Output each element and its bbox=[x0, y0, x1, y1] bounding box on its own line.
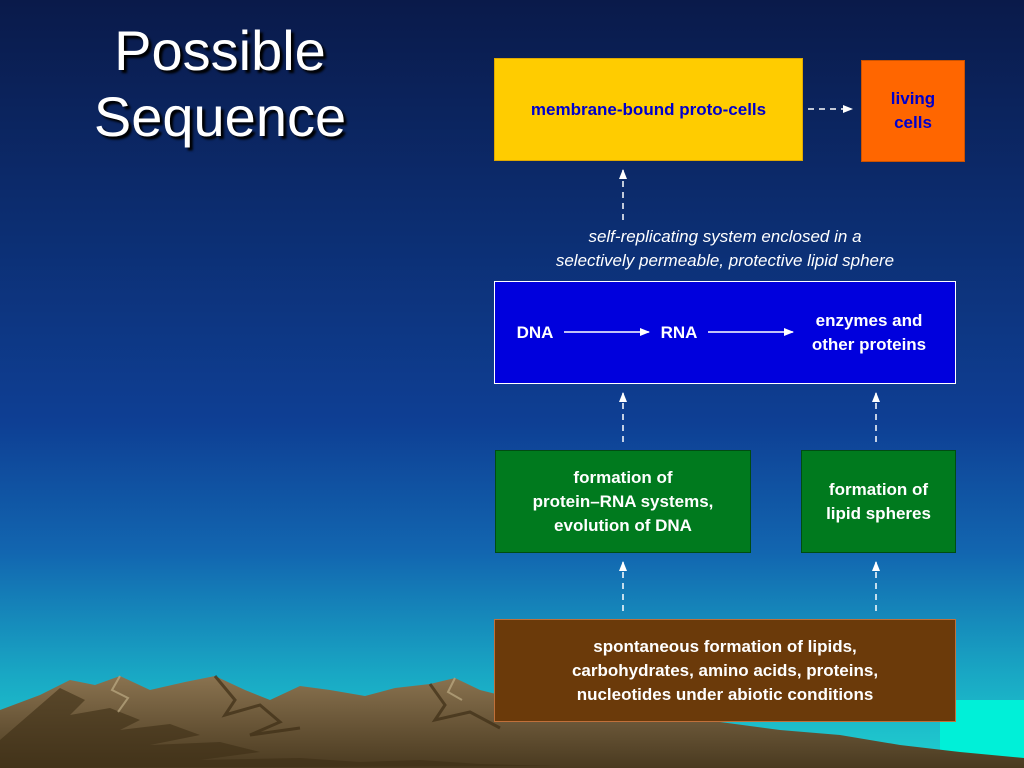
protein-rna-line-3: evolution of DNA bbox=[554, 515, 692, 535]
abiotic-line-2: carbohydrates, amino acids, proteins, bbox=[571, 660, 879, 680]
lipid-spheres-box: formation of lipid spheres bbox=[801, 450, 956, 553]
proto-cells-label: membrane-bound proto-cells bbox=[530, 99, 767, 119]
rna-label: RNA bbox=[660, 323, 698, 342]
caption-line-2: selectively permeable, protective lipid … bbox=[555, 251, 895, 270]
abiotic-line-3: nucleotides under abiotic conditions bbox=[576, 684, 874, 704]
title-line-2: Sequence bbox=[93, 85, 347, 148]
protein-rna-box: formation of protein–RNA systems, evolut… bbox=[495, 450, 751, 553]
living-cells-line-2: cells bbox=[894, 113, 932, 132]
proteins-line-1: enzymes and bbox=[815, 311, 923, 330]
proto-cells-box: membrane-bound proto-cells bbox=[494, 58, 803, 161]
abiotic-formation-box: spontaneous formation of lipids, carbohy… bbox=[494, 619, 956, 722]
protein-rna-line-1: formation of bbox=[573, 467, 673, 487]
living-cells-box: living cells bbox=[861, 60, 965, 162]
lipid-spheres-line-2: lipid spheres bbox=[826, 503, 931, 523]
protein-rna-line-2: protein–RNA systems, bbox=[532, 491, 714, 511]
dna-label: DNA bbox=[516, 323, 554, 342]
title-line-1: Possible bbox=[114, 19, 326, 82]
caption-line-1: self-replicating system enclosed in a bbox=[588, 227, 862, 246]
slide-title: Possible Sequence bbox=[40, 18, 400, 150]
living-cells-line-1: living bbox=[890, 89, 936, 108]
mountains-illustration bbox=[0, 675, 1024, 768]
proteins-label: enzymes and other proteins bbox=[792, 309, 946, 357]
proteins-line-2: other proteins bbox=[811, 335, 927, 354]
lipid-spheres-line-1: formation of bbox=[828, 479, 929, 499]
lipid-sphere-caption: self-replicating system enclosed in a se… bbox=[500, 225, 950, 273]
abiotic-line-1: spontaneous formation of lipids, bbox=[593, 636, 857, 656]
